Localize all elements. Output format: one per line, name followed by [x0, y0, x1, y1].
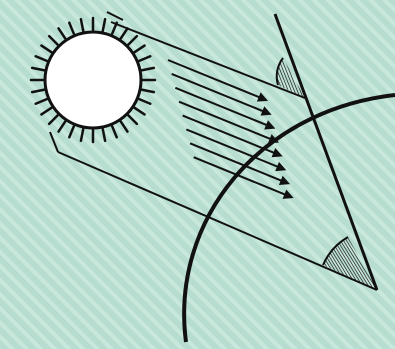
sun-icon [31, 18, 155, 142]
sun-disc [45, 32, 141, 128]
